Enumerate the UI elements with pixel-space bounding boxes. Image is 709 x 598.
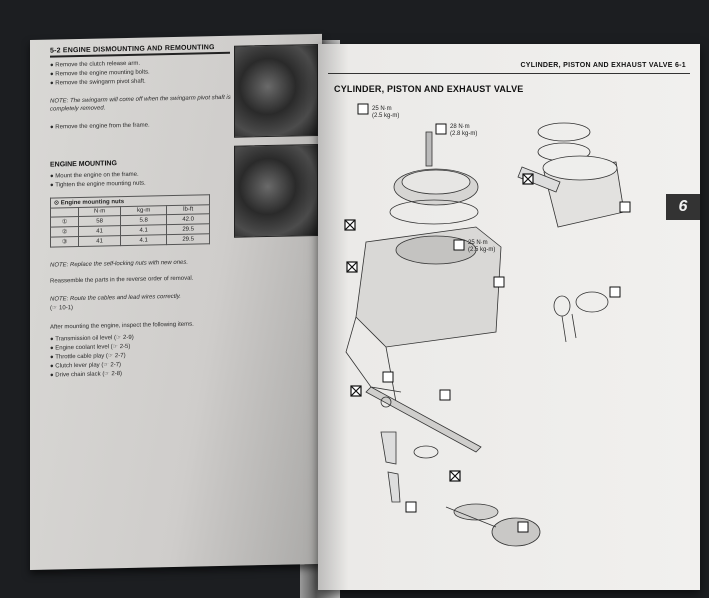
torque-callout-1-line1: 25 N·m xyxy=(372,106,392,112)
oil-icon xyxy=(382,371,394,383)
list-item: ● Remove the engine from the frame. xyxy=(50,122,150,131)
left-page: 5-2 ENGINE DISMOUNTING AND REMOUNTING ● … xyxy=(30,33,322,570)
piston-ring xyxy=(537,122,591,142)
spark-plug xyxy=(425,131,433,167)
oil-icon xyxy=(517,521,529,533)
torque-callout-2-line1: 28 N·m xyxy=(450,124,470,130)
exhaust-valve-gear xyxy=(453,503,499,521)
torque-callout-2-line2: (2.8 kg-m) xyxy=(450,131,477,137)
note-selflocking: NOTE: Replace the self-locking nuts with… xyxy=(50,259,189,269)
list-item: ● Throttle cable play (☞ 2-7) xyxy=(50,352,126,361)
torque-wrench-icon xyxy=(435,123,447,135)
head-gasket xyxy=(389,199,479,225)
list-item: ● Drive chain slack (☞ 2-8) xyxy=(50,371,123,379)
oil-icon xyxy=(405,501,417,513)
route-ref: (☞ 10-1) xyxy=(50,305,74,312)
after-mounting-text: After mounting the engine, inspect the f… xyxy=(50,321,194,331)
bearing-cage xyxy=(553,295,571,317)
oil-icon xyxy=(609,286,621,298)
oil-icon xyxy=(439,389,451,401)
lubricate-markers xyxy=(382,201,631,533)
torque-callout-1-line2: (2.5 kg-m) xyxy=(372,113,399,119)
torque-wrench-icon xyxy=(453,239,465,251)
section-header: 5-2 ENGINE DISMOUNTING AND REMOUNTING xyxy=(50,43,230,58)
torque-callouts: 25 N·m (2.5 kg-m) 28 N·m (2.8 kg-m) 25 N… xyxy=(357,103,495,253)
oil-icon xyxy=(619,201,631,213)
chapter-tab: 6 xyxy=(666,194,700,220)
running-header: CYLINDER, PISTON AND EXHAUST VALVE 6-1 xyxy=(520,62,686,69)
list-item: ● Clutch lever play (☞ 2-7) xyxy=(50,362,122,370)
engine-photo-bottom xyxy=(234,143,318,238)
bearing xyxy=(575,291,609,313)
torque-callout-3-line1: 25 N·m xyxy=(468,240,488,246)
exploded-view-diagram: 25 N·m (2.5 kg-m) 28 N·m (2.8 kg-m) 25 N… xyxy=(344,103,631,547)
page-title: CYLINDER, PISTON AND EXHAUST VALVE xyxy=(334,84,524,94)
list-item: ● Engine coolant level (☞ 2-5) xyxy=(50,343,131,352)
torque-wrench-icon xyxy=(357,103,369,115)
exhaust-valve-shaft xyxy=(365,386,482,453)
list-item: ● Tighten the engine mounting nuts. xyxy=(50,180,146,189)
header-rule xyxy=(328,73,690,74)
oil-icon xyxy=(493,276,505,288)
piston-pin xyxy=(517,166,561,193)
governor-gear xyxy=(491,517,541,547)
engine-mounting-heading: ENGINE MOUNTING xyxy=(50,160,117,169)
torque-callout-3-line2: (2.5 kg-m) xyxy=(468,247,495,253)
list-item: ● Remove the swingarm pivot shaft. xyxy=(50,78,146,87)
reassemble-text: Reassemble the parts in the reverse orde… xyxy=(50,275,194,285)
replace-markers xyxy=(344,173,534,482)
note-route: NOTE: Route the cables and lead wires co… xyxy=(50,293,181,303)
engine-photo-top xyxy=(234,43,318,138)
right-page: CYLINDER, PISTON AND EXHAUST VALVE 6-1 C… xyxy=(318,44,700,590)
note-swingarm: NOTE: The swingarm will come off when th… xyxy=(50,94,231,113)
